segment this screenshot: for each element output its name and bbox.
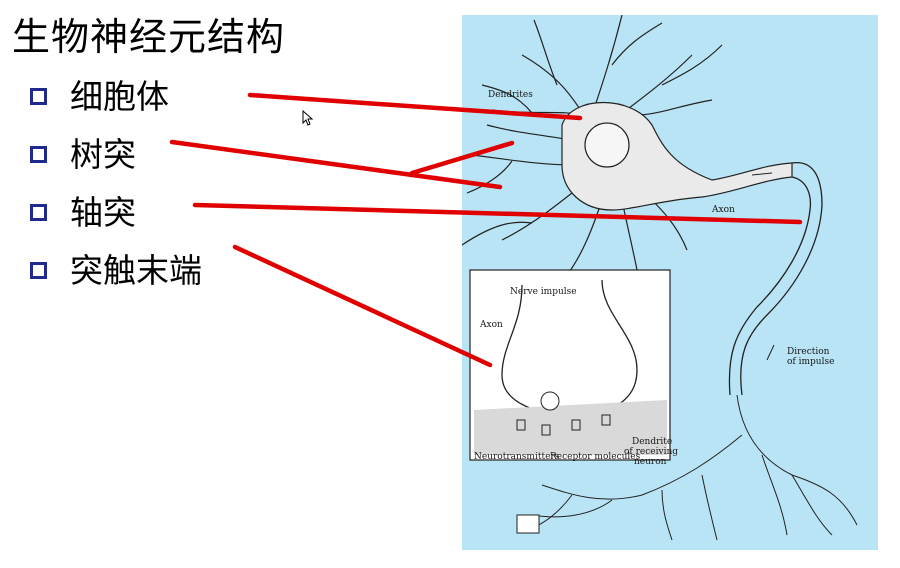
neuron-figure: Dendrites Axon Direction of impulse Nerv… xyxy=(462,15,878,550)
bullet-label: 树突 xyxy=(70,135,136,174)
neuron-illustration xyxy=(462,15,878,550)
label-dendrite-line1: Dendrite xyxy=(632,437,673,447)
axon-myelin xyxy=(728,162,823,396)
square-bullet-icon xyxy=(30,262,47,279)
pointer-line-dendrite-b xyxy=(409,140,515,176)
label-direction-line1: Direction xyxy=(787,347,830,357)
square-bullet-icon xyxy=(30,88,47,105)
pointer-line-synapse-terminal xyxy=(232,244,493,368)
bullet-label: 轴突 xyxy=(70,193,136,232)
label-dendrites: Dendrites xyxy=(488,90,533,100)
axon-terminal-branches xyxy=(526,394,858,541)
impulse-arrow-side xyxy=(766,344,775,361)
mouse-pointer-icon xyxy=(302,109,314,130)
label-receptor-molecules: Receptor molecules xyxy=(550,452,641,462)
label-neurotransmitters: Neurotransmitters xyxy=(474,452,560,462)
label-axon: Axon xyxy=(712,205,735,215)
receptor-molecules xyxy=(516,414,611,436)
square-bullet-icon xyxy=(30,204,47,221)
bullet-label: 细胞体 xyxy=(70,77,169,116)
label-inset-axon: Axon xyxy=(480,320,503,330)
nucleus xyxy=(584,122,630,168)
pointer-line-dendrite-a xyxy=(169,139,503,190)
slide-title: 生物神经元结构 xyxy=(12,15,286,59)
synaptic-vesicle xyxy=(540,391,560,411)
synapse-location-box xyxy=(516,514,540,534)
label-nerve-impulse: Nerve impulse xyxy=(510,287,577,297)
square-bullet-icon xyxy=(30,146,47,163)
bullet-label: 突触末端 xyxy=(70,251,202,290)
pointer-line-cell-body xyxy=(247,92,583,121)
label-direction-line2: of impulse xyxy=(787,357,835,367)
pointer-line-axon xyxy=(192,202,803,225)
label-dendrite-line3: neuron xyxy=(634,457,667,467)
impulse-arrow-top xyxy=(751,172,773,176)
label-dendrite-line2: of receiving xyxy=(624,447,679,457)
receiving-dendrite xyxy=(474,400,667,455)
